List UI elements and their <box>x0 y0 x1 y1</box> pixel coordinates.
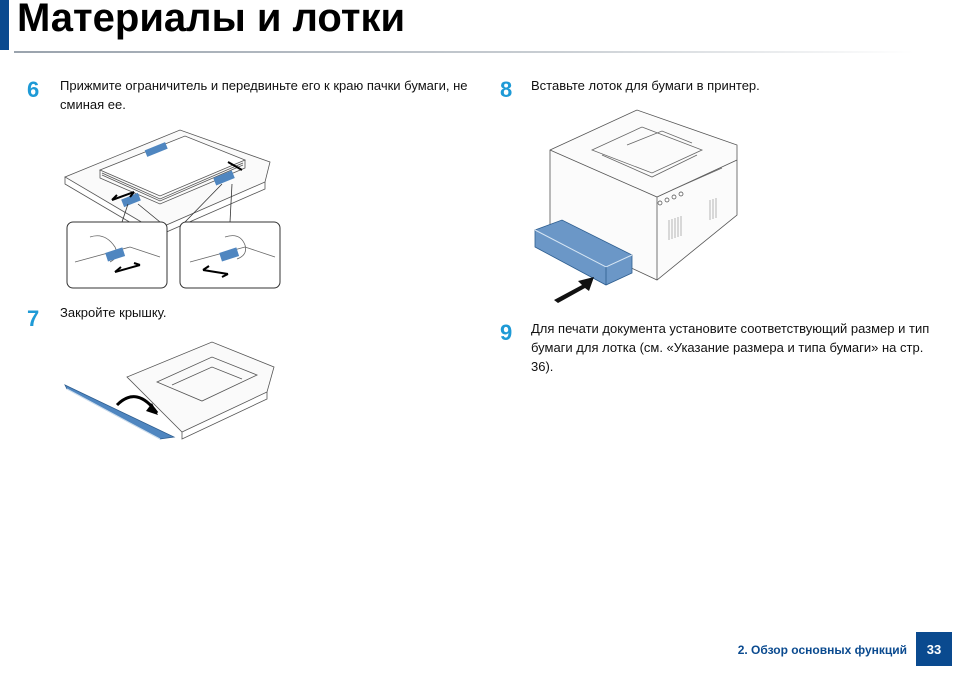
step-text-9: Для печати документа установите соответс… <box>531 321 930 374</box>
insert-tray-illustration <box>534 109 738 303</box>
step-number-9: 9 <box>500 320 513 345</box>
header-accent-bar <box>0 0 9 50</box>
step-number-7: 7 <box>27 306 40 331</box>
close-cover-illustration <box>64 341 275 440</box>
step-text-7: Закройте крышку. <box>60 305 167 320</box>
paper-guide-illustration <box>64 129 281 289</box>
step-number-8: 8 <box>500 77 513 102</box>
title-divider <box>14 51 914 53</box>
page-title: Материалы и лотки <box>17 0 406 40</box>
step-text-8: Вставьте лоток для бумаги в принтер. <box>531 78 760 93</box>
step-text-6: Прижмите ограничитель и передвиньте его … <box>60 78 468 112</box>
step-number-6: 6 <box>27 77 40 102</box>
page-number-badge: 33 <box>916 632 952 666</box>
footer-chapter-link[interactable]: 2. Обзор основных функций <box>737 643 907 657</box>
